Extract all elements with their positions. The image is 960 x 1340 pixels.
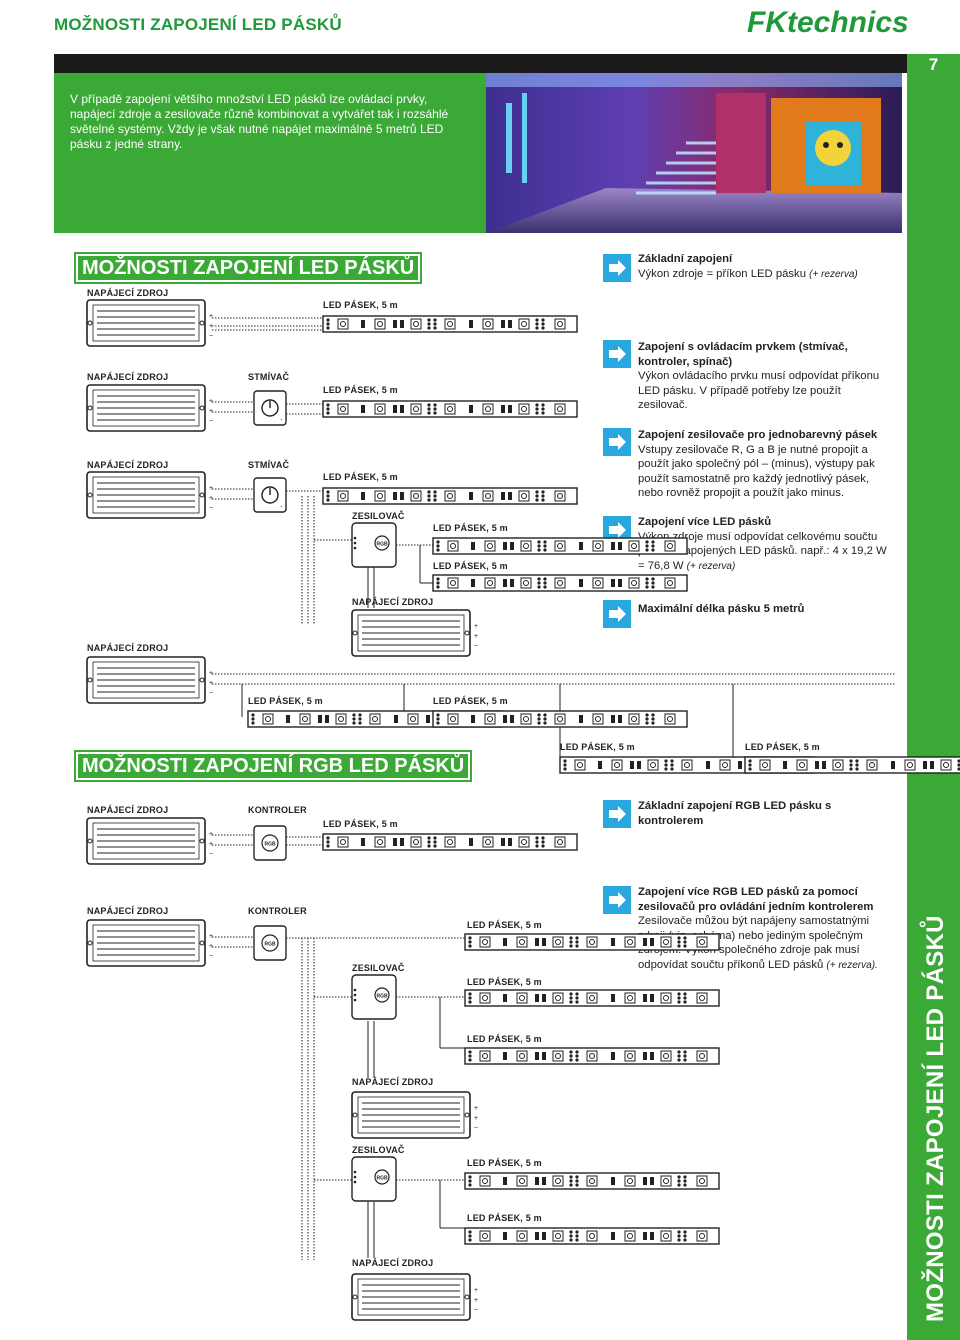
label-strip: LED PÁSEK, 5 m (433, 696, 508, 706)
label-strip: LED PÁSEK, 5 m (323, 300, 398, 310)
page-title: MOŽNOSTI ZAPOJENÍ LED PÁSKŮ (54, 15, 342, 34)
note-rgb-basic: Základní zapojení RGB LED pásku s kontro… (638, 799, 890, 828)
note-amplifier: Zapojení zesilovače pro jednobarevný pás… (638, 428, 890, 501)
label-psu: NAPÁJECÍ ZDROJ (87, 460, 169, 470)
note-control: Zapojení s ovládacím prvkem (stmívač, ko… (638, 340, 890, 413)
label-strip: LED PÁSEK, 5 m (467, 1158, 542, 1168)
arrow-icon (603, 340, 631, 368)
label-strip: LED PÁSEK, 5 m (433, 561, 508, 571)
top-bar (54, 54, 907, 73)
label-strip: LED PÁSEK, 5 m (323, 385, 398, 395)
label-strip: LED PÁSEK, 5 m (323, 819, 398, 829)
note-multiple-extra: (+ rezerva) (686, 560, 736, 572)
label-strip: LED PÁSEK, 5 m (433, 523, 508, 533)
label-psu: NAPÁJECÍ ZDROJ (87, 906, 169, 916)
label-controller: KONTROLER (248, 906, 307, 916)
note-multiple: Zapojení více LED pásků Výkon zdroje mus… (638, 515, 890, 574)
diagram-amplifier (86, 471, 688, 657)
diagram-multiple (86, 656, 960, 774)
note-rgb-basic-title: Základní zapojení RGB LED pásku s kontro… (638, 800, 832, 827)
label-strip: LED PÁSEK, 5 m (323, 472, 398, 482)
arrow-icon (603, 254, 631, 282)
note-rgb-multiple-title: Zapojení více RGB LED pásků za pomocí ze… (638, 886, 874, 913)
label-psu: NAPÁJECÍ ZDROJ (87, 643, 169, 653)
label-strip: LED PÁSEK, 5 m (467, 1034, 542, 1044)
note-rgb-multiple-text: Zesilovače můžou být napájeny samostatný… (638, 915, 870, 971)
diagram-basic (86, 299, 578, 347)
section-title-rgb: MOŽNOSTI ZAPOJENÍ RGB LED PÁSKŮ (74, 750, 473, 782)
note-rgb-multiple-extra: (+ rezerva). (826, 959, 878, 971)
label-psu: NAPÁJECÍ ZDROJ (87, 288, 169, 298)
label-amplifier: ZESILOVAČ (352, 1145, 405, 1155)
label-strip: LED PÁSEK, 5 m (467, 1213, 542, 1223)
note-basic-title: Základní zapojení (638, 253, 733, 265)
label-strip: LED PÁSEK, 5 m (745, 742, 820, 752)
note-multiple-title: Zapojení více LED pásků (638, 516, 772, 528)
label-strip: LED PÁSEK, 5 m (467, 920, 542, 930)
arrow-icon (603, 600, 631, 628)
diagram-rgb-multiple (86, 919, 720, 1321)
note-rgb-multiple: Zapojení více RGB LED pásků za pomocí ze… (638, 885, 890, 974)
interior-photo (486, 73, 902, 233)
label-strip: LED PÁSEK, 5 m (248, 696, 323, 706)
note-amplifier-title: Zapojení zesilovače pro jednobarevný pás… (638, 429, 878, 441)
note-control-text: Výkon ovládacího prvku musí odpovídat př… (638, 370, 880, 412)
note-basic-extra: (+ rezerva) (809, 268, 858, 280)
label-psu: NAPÁJECÍ ZDROJ (352, 597, 434, 607)
brand-logo: FKtechnics (745, 4, 940, 39)
label-psu: NAPÁJECÍ ZDROJ (87, 805, 169, 815)
note-control-title: Zapojení s ovládacím prvkem (stmívač, ko… (638, 341, 848, 368)
note-basic: Základní zapojení Výkon zdroje = příkon … (638, 252, 890, 282)
note-amplifier-text: Vstupy zesilovače R, G a B je nutné prop… (638, 443, 875, 500)
label-psu: NAPÁJECÍ ZDROJ (87, 372, 169, 382)
label-psu: NAPÁJECÍ ZDROJ (352, 1077, 434, 1087)
logo-text: FKtechnics (747, 6, 909, 38)
intro-panel (54, 73, 486, 233)
label-dimmer: STMÍVAČ (248, 460, 290, 470)
note-maxlength-title: Maximální délka pásku 5 metrů (638, 603, 805, 615)
arrow-icon (603, 800, 631, 828)
section-title-led: MOŽNOSTI ZAPOJENÍ LED PÁSKŮ (74, 252, 423, 284)
label-strip: LED PÁSEK, 5 m (467, 977, 542, 987)
diagram-dimmer (86, 384, 578, 432)
note-maxlength: Maximální délka pásku 5 metrů (638, 602, 890, 617)
arrow-icon (603, 428, 631, 456)
label-psu: NAPÁJECÍ ZDROJ (352, 1258, 434, 1268)
sidebar-band (907, 73, 960, 1340)
label-dimmer: STMÍVAČ (248, 372, 290, 382)
note-basic-text: Výkon zdroje = příkon LED pásku (638, 267, 806, 280)
arrow-icon (603, 886, 631, 914)
label-controller: KONTROLER (248, 805, 307, 815)
note-multiple-text: Výkon zdroje musí odpovídat celkovému so… (638, 530, 887, 572)
label-amplifier: ZESILOVAČ (352, 963, 405, 973)
intro-text: V případě zapojení většího množství LED … (70, 92, 449, 151)
diagram-rgb-basic (86, 817, 578, 865)
label-amplifier: ZESILOVAČ (352, 511, 405, 521)
page-number: 7 (907, 54, 960, 74)
label-strip: LED PÁSEK, 5 m (560, 742, 635, 752)
